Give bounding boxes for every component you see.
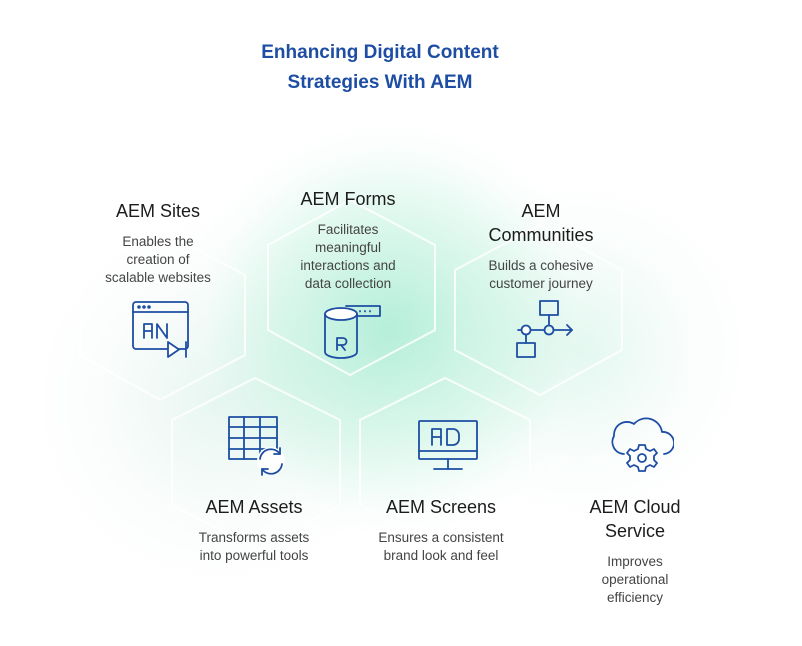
service-name: AEM Sites — [115, 201, 201, 221]
monitor-ad-icon — [418, 420, 478, 470]
service-name: AEM Forms — [300, 189, 396, 209]
service-name: AEM Screens — [385, 497, 497, 517]
title-line-1: Enhancing Digital Content — [261, 42, 499, 63]
flowchart-icon — [516, 300, 573, 358]
cloud-gear-icon — [611, 417, 674, 473]
service-card-screens: AEM Screens Ensures a consistent brand l… — [356, 495, 526, 565]
title-line-2: Strategies With AEM — [287, 72, 473, 93]
service-card-cloud: AEM Cloud Service Improves operational e… — [560, 495, 710, 607]
service-description: Builds a cohesive customer journey — [488, 258, 594, 291]
service-name: AEM Cloud Service — [589, 497, 681, 541]
service-description: Transforms assets into powerful tools — [198, 530, 310, 563]
hex-assets — [171, 376, 341, 550]
service-description: Facilitates meaningful interactions and … — [300, 222, 396, 291]
service-name: AEM Assets — [205, 497, 303, 517]
service-card-communities: AEM Communities Builds a cohesive custom… — [461, 199, 621, 293]
browser-media-icon — [132, 301, 189, 358]
service-description: Enables the creation of scalable website… — [105, 234, 211, 285]
service-name: AEM Communities — [488, 201, 594, 245]
service-card-sites: AEM Sites Enables the creation of scalab… — [78, 199, 238, 287]
service-description: Improves operational efficiency — [601, 554, 669, 605]
hex-sites — [79, 228, 246, 402]
hex-communities — [454, 223, 623, 397]
hex-screens — [359, 376, 531, 550]
database-form-icon — [324, 305, 381, 359]
table-sync-icon — [228, 416, 285, 476]
service-card-forms: AEM Forms Facilitates meaningful interac… — [268, 187, 428, 293]
service-description: Ensures a consistent brand look and feel — [378, 530, 504, 563]
service-card-assets: AEM Assets Transforms assets into powerf… — [174, 495, 334, 565]
page-title: Enhancing Digital Content Strategies Wit… — [180, 38, 580, 98]
hex-forms — [267, 198, 436, 377]
